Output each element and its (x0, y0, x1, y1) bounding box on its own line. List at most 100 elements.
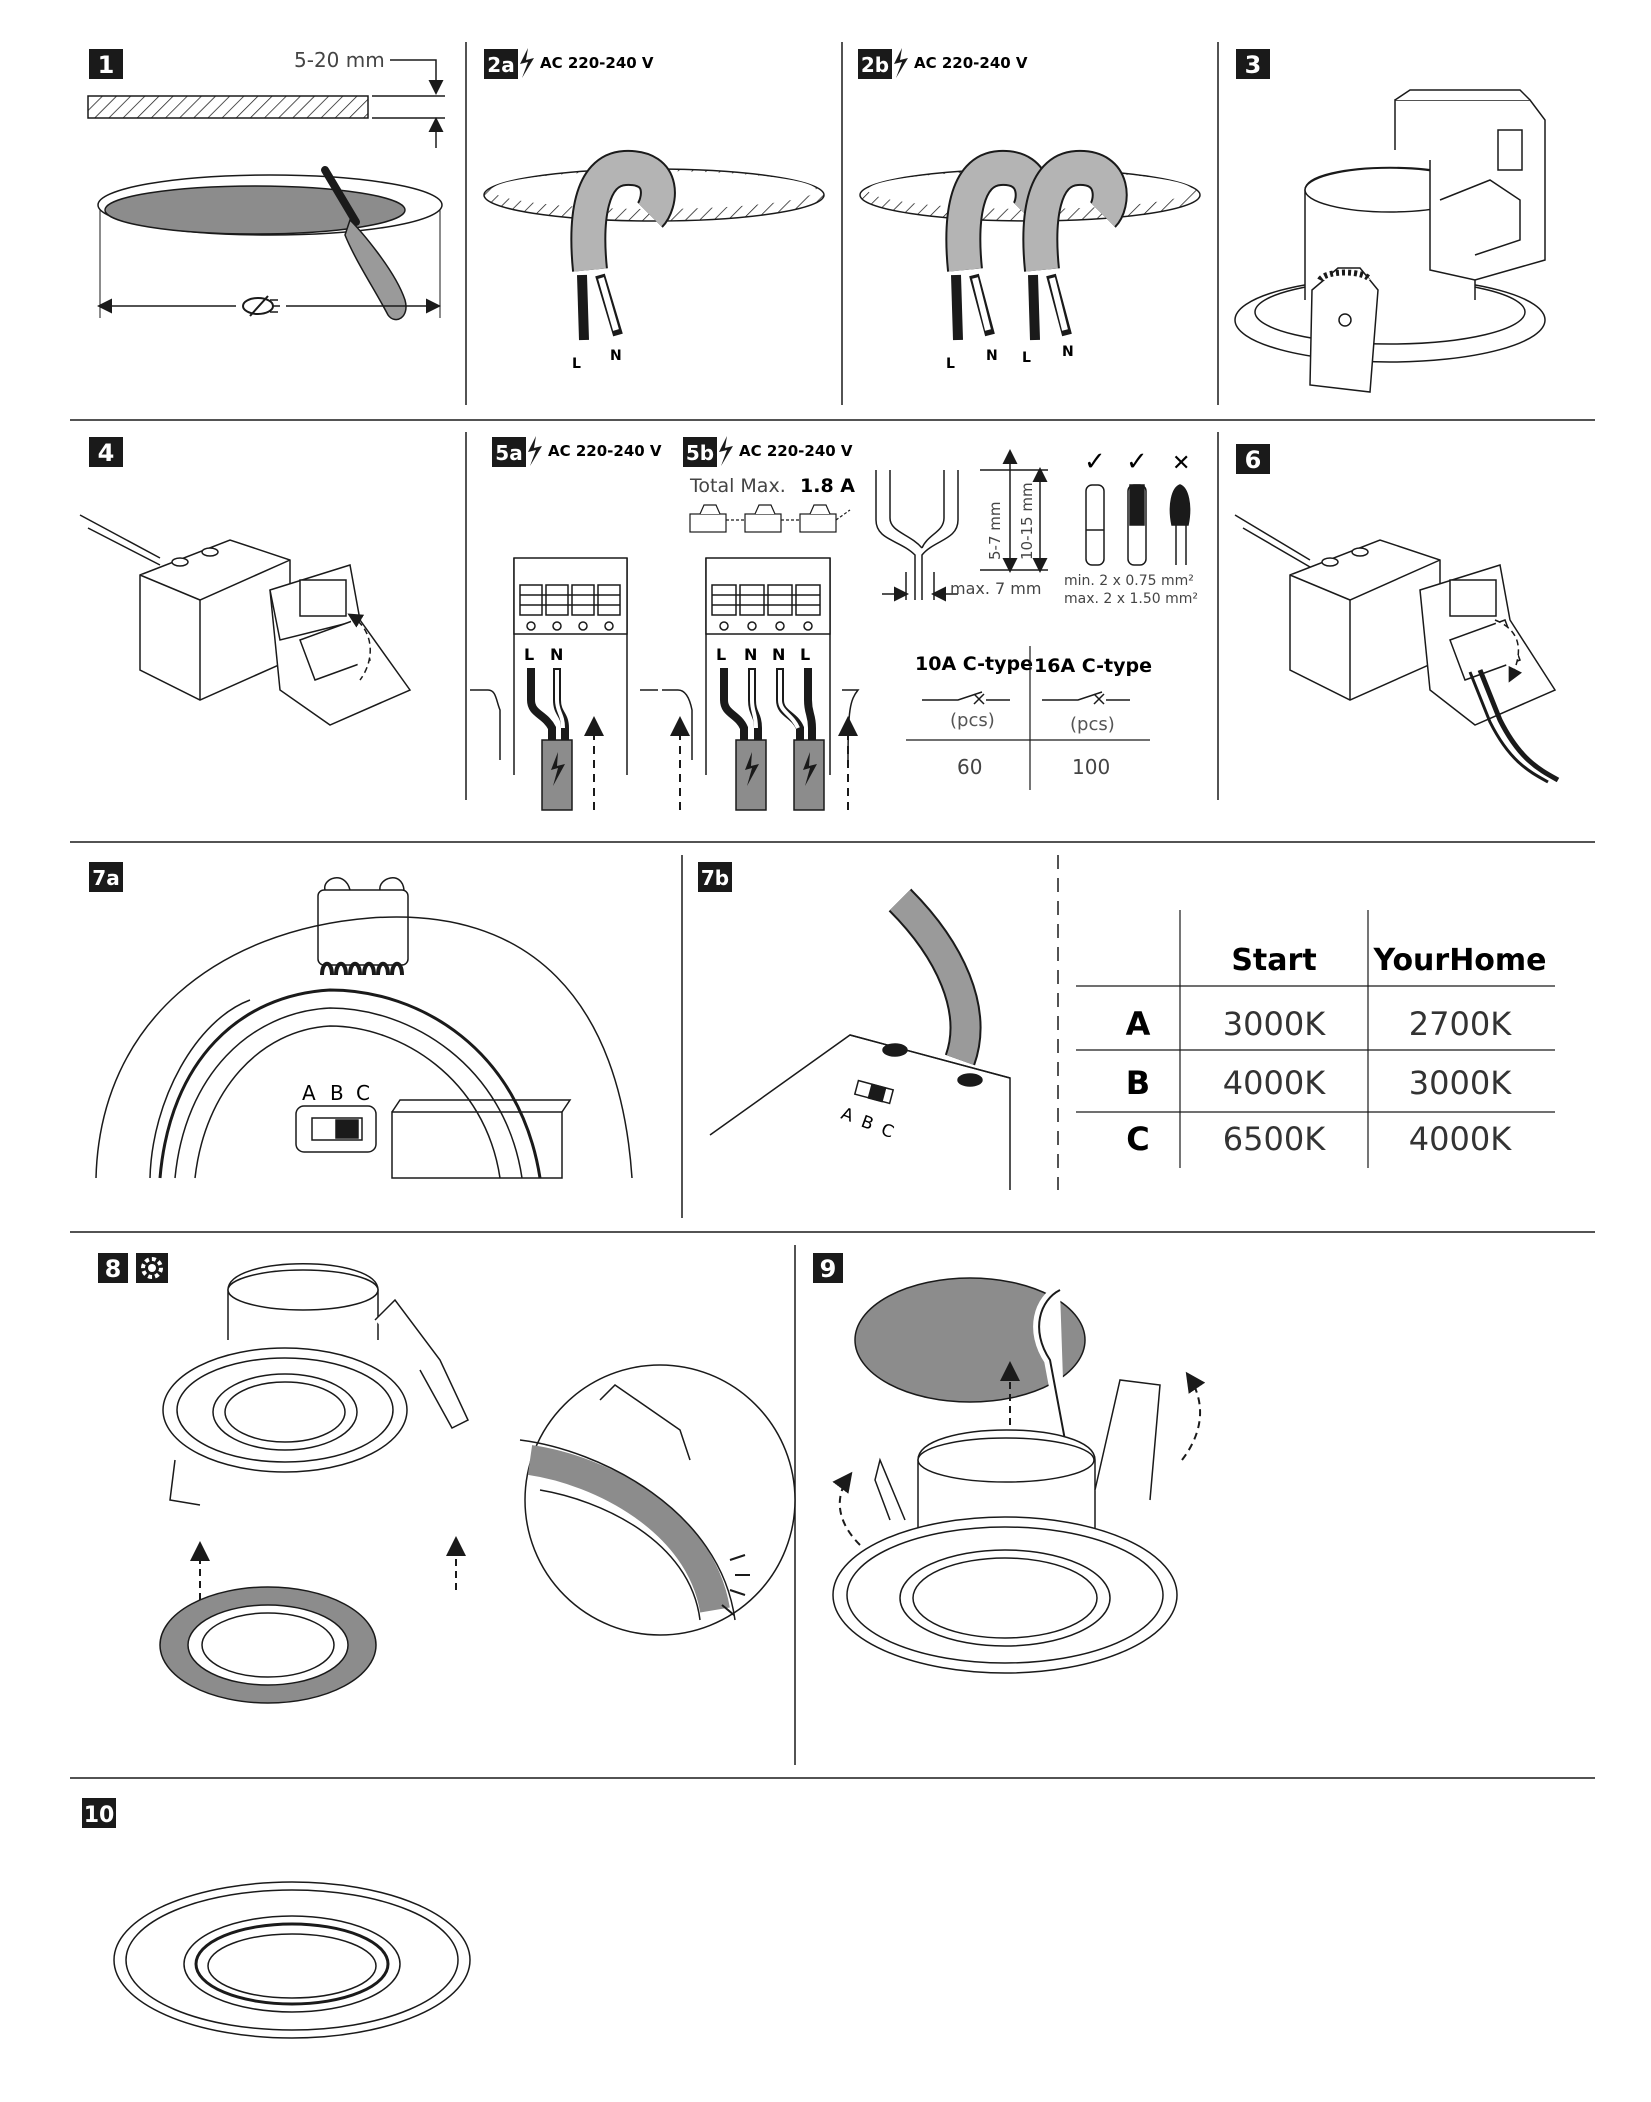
driver-box-switch (709, 1034, 1011, 1190)
breaker-unit-1: (pcs) (950, 710, 995, 731)
check-icon: ✓ (1084, 447, 1106, 477)
lightning-icon (528, 436, 542, 466)
svg-text:9: 9 (820, 1255, 837, 1283)
panel-dividers (70, 42, 1595, 1779)
svg-text:3: 3 (1245, 51, 1262, 79)
wire-label-l: L (800, 645, 810, 664)
max-cross-section: max. 2 x 1.50 mm² (1064, 591, 1198, 607)
wire-label-n: N (744, 645, 757, 664)
badge-step-7a: 7a (89, 862, 123, 892)
total-max-label: Total Max. (689, 475, 786, 497)
voltage-label-5a: AC 220-240 V (548, 442, 662, 460)
breaker-value-2: 100 (1072, 755, 1110, 779)
downlight-bezel-change (159, 1263, 469, 1704)
thickness-label: 5-20 mm (294, 48, 385, 72)
wire-label-n: N (772, 645, 785, 664)
table-header-yourhome: YourHome (1372, 943, 1546, 978)
cutout-hole (104, 185, 406, 235)
total-max-value: 1.8 A (800, 475, 855, 497)
breaker-col-1: 10A C-type (915, 653, 1033, 675)
badge-step-7b: 7b (698, 862, 732, 892)
svg-text:7a: 7a (92, 866, 119, 890)
table-cell-start: 6500K (1223, 1120, 1326, 1158)
badge-step-6: 6 (1236, 444, 1270, 474)
table-cell-yourhome: 2700K (1409, 1005, 1512, 1043)
terminal-block-5b (662, 557, 860, 775)
strip-outer-label: 10-15 mm (1018, 482, 1036, 560)
svg-text:1: 1 (98, 51, 115, 79)
wire-label-n: N (550, 645, 563, 664)
daisy-chain-icons (689, 504, 851, 533)
svg-text:6: 6 (1245, 446, 1262, 474)
badge-step-4: 4 (89, 437, 123, 467)
downlight-install (832, 1277, 1178, 1674)
table-cell-start: 4000K (1223, 1064, 1326, 1102)
wire-label-l: L (572, 356, 581, 372)
voltage-label-2b: AC 220-240 V (914, 54, 1028, 72)
lightning-icon (520, 48, 534, 78)
table-cell-yourhome: 4000K (1409, 1120, 1512, 1158)
wire-label-n: N (986, 348, 998, 364)
strip-max-label: max. 7 mm (950, 579, 1041, 598)
svg-text:10: 10 (84, 1803, 115, 1828)
svg-text:4: 4 (98, 439, 115, 467)
downlight-top-view (95, 877, 633, 1179)
svg-text:5a: 5a (495, 441, 522, 465)
badge-step-1: 1 (89, 49, 123, 79)
breaker-unit-2: (pcs) (1070, 714, 1115, 735)
gear-icon (136, 1253, 168, 1283)
cross-icon: ✕ (1172, 451, 1190, 476)
svg-text:8: 8 (105, 1255, 122, 1283)
strip-inner-label: 5-7 mm (986, 502, 1004, 561)
color-temperature-table: Start YourHome A 3000K 2700K B 4000K 300… (1076, 910, 1555, 1168)
breaker-col-2: 16A C-type (1034, 655, 1152, 677)
table-cell-start: 3000K (1223, 1005, 1326, 1043)
switch-label-b: B (330, 1081, 344, 1105)
badge-step-2b: 2b (858, 49, 892, 79)
svg-text:5b: 5b (686, 441, 714, 465)
switch-label-a: A (302, 1081, 316, 1105)
switch-label-c: C (356, 1081, 370, 1105)
voltage-label-5b: AC 220-240 V (739, 442, 853, 460)
voltage-label-2a: AC 220-240 V (540, 54, 654, 72)
breaker-value-1: 60 (957, 755, 982, 779)
check-icon: ✓ (1126, 447, 1148, 477)
badge-step-10: 10 (82, 1798, 116, 1828)
finished-downlight (113, 1881, 471, 2039)
breaker-table: 10A C-type 16A C-type (pcs) (pcs) 60 100 (906, 646, 1152, 790)
table-row-pos: C (1126, 1120, 1149, 1158)
wire-label-n: N (610, 348, 622, 364)
table-row-pos: A (1126, 1005, 1151, 1043)
diameter-icon (242, 295, 280, 317)
min-cross-section: min. 2 x 0.75 mm² (1064, 573, 1194, 589)
table-cell-yourhome: 3000K (1409, 1064, 1512, 1102)
lightning-icon (894, 48, 908, 78)
driver-box-wired (1234, 514, 1557, 726)
wire-label-l: L (716, 645, 726, 664)
table-row-pos: B (1126, 1064, 1150, 1102)
ceiling-board (87, 95, 369, 119)
detail-zoom-circle (519, 1364, 796, 1636)
downlight-with-driver (1234, 89, 1546, 393)
svg-text:2a: 2a (487, 53, 514, 77)
wire-label-n: N (1062, 344, 1074, 360)
wire-ends (1085, 484, 1191, 566)
badge-step-5a: 5a (492, 437, 526, 467)
badge-step-3: 3 (1236, 49, 1270, 79)
lightning-icon (719, 436, 733, 466)
wire-label-l: L (1022, 350, 1031, 366)
badge-step-8: 8 (98, 1253, 128, 1283)
saw-icon (321, 166, 407, 321)
badge-step-2a: 2a (484, 49, 518, 79)
wire-label-l: L (524, 645, 534, 664)
svg-text:2b: 2b (861, 53, 889, 77)
badge-step-9: 9 (813, 1253, 843, 1283)
terminal-block-5a (470, 557, 658, 775)
table-header-start: Start (1231, 943, 1316, 978)
svg-text:7b: 7b (701, 866, 729, 890)
wire-strip-diagram (875, 449, 1048, 602)
wire-label-l: L (946, 356, 955, 372)
driver-box-open (79, 514, 412, 726)
